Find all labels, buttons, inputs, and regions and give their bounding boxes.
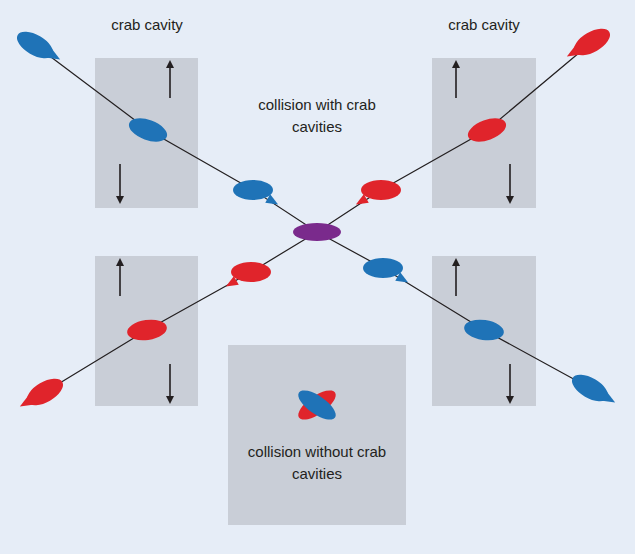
blue-bunch [294, 385, 340, 425]
inset-panel: collision without crab cavities [228, 345, 406, 525]
bunch-arrowhead [395, 272, 408, 282]
particle-bunch [233, 180, 273, 200]
bunch-arrowhead [47, 49, 60, 59]
cavity-label: crab cavity [77, 14, 217, 36]
particle-bunch [463, 317, 505, 342]
particle-bunch [231, 262, 271, 282]
beam-line [45, 42, 592, 392]
particle-bunch [126, 114, 170, 146]
crossed-bunches [228, 365, 406, 445]
bunch-arrowhead [226, 276, 239, 286]
bunch-arrowhead [602, 392, 615, 402]
bunch-arrowhead [20, 396, 33, 406]
inset-text: collision without crab cavities [242, 441, 392, 485]
particle-bunch [361, 180, 401, 200]
beam-line [35, 45, 590, 388]
particle-bunch [363, 258, 403, 278]
particle-bunch [126, 317, 168, 342]
collision-bunch [293, 223, 341, 241]
bunch-arrowhead [265, 194, 278, 204]
collision-label: collision with crab cavities [242, 94, 392, 138]
particle-bunch [465, 114, 509, 146]
bunch-arrowhead [567, 46, 580, 56]
bunch-arrowhead [356, 194, 369, 204]
red-bunch [294, 385, 340, 425]
cavity-label: crab cavity [414, 14, 554, 36]
